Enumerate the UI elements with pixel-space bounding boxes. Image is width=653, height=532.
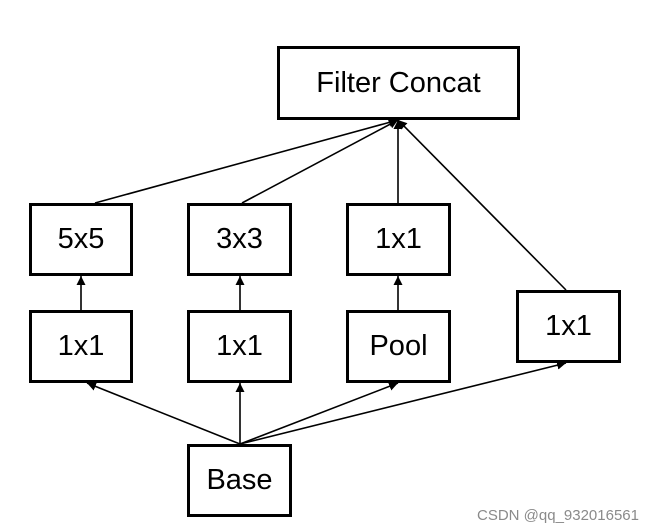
conv-1x1-reduce-5x5-label: 1x1 bbox=[57, 330, 105, 362]
pool-node: Pool bbox=[346, 310, 451, 383]
conv-1x1-reduce-3x3-label: 1x1 bbox=[216, 330, 263, 362]
conv-1x1-reduce-3x3-node: 1x1 bbox=[187, 310, 292, 383]
conv-5x5-node: 5x5 bbox=[29, 203, 133, 276]
edge-base-to-conv1x1_a bbox=[86, 382, 241, 445]
conv-1x1-direct-label: 1x1 bbox=[545, 310, 592, 342]
conv-3x3-label: 3x3 bbox=[216, 223, 263, 255]
filter-concat-node: Filter Concat bbox=[277, 46, 520, 120]
conv-3x3-node: 3x3 bbox=[187, 203, 292, 276]
conv-1x1-direct-node: 1x1 bbox=[516, 290, 621, 363]
conv-1x1-after-pool-node: 1x1 bbox=[346, 203, 451, 276]
conv-1x1-after-pool-label: 1x1 bbox=[375, 223, 422, 255]
filter-concat-label: Filter Concat bbox=[316, 66, 481, 99]
edge-conv1x1_right-to-filter_concat bbox=[397, 119, 567, 291]
edge-conv3x3-to-filter_concat bbox=[241, 119, 399, 204]
edge-base-to-conv1x1_right bbox=[239, 360, 567, 445]
watermark: CSDN @qq_932016561 bbox=[476, 507, 639, 524]
conv-1x1-reduce-5x5-node: 1x1 bbox=[29, 310, 133, 383]
base-label: Base bbox=[206, 464, 273, 496]
conv-5x5-label: 5x5 bbox=[57, 223, 105, 255]
base-node: Base bbox=[187, 444, 292, 517]
pool-label: Pool bbox=[369, 330, 428, 362]
edge-conv5x5-to-filter_concat bbox=[94, 118, 399, 204]
edge-base-to-pool bbox=[239, 382, 399, 445]
